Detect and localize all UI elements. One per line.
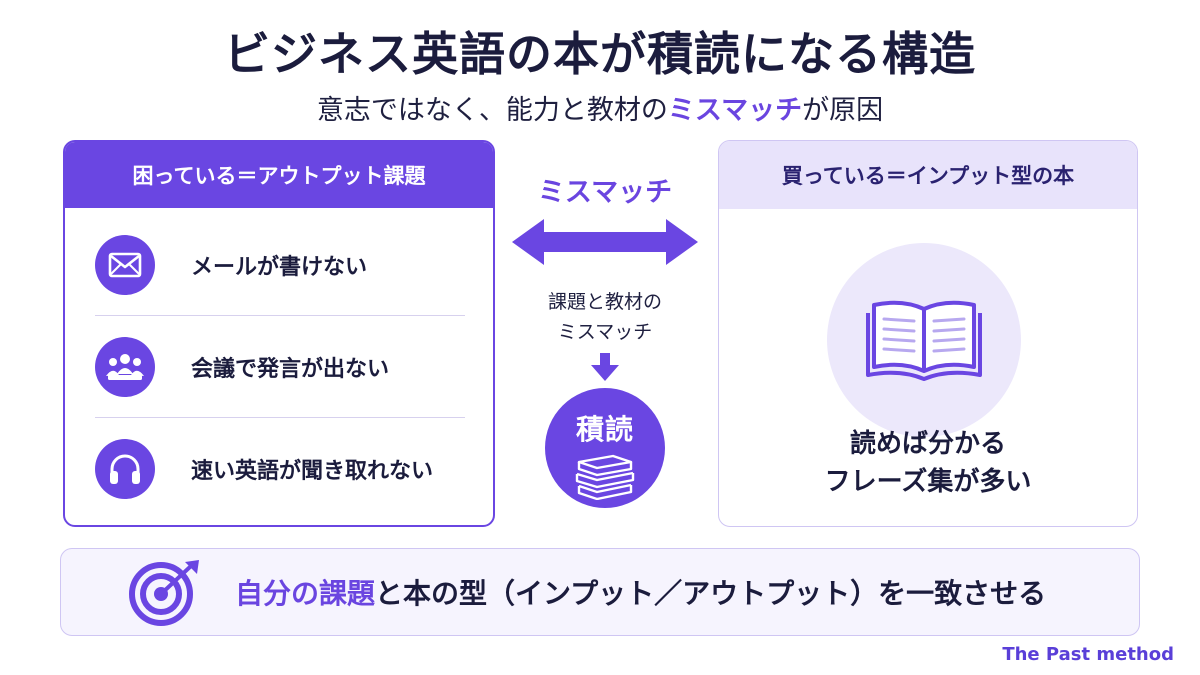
output-panel-title: 困っている＝アウトプット課題 [65, 142, 493, 208]
issue-item-email: メールが書けない [95, 214, 465, 316]
down-arrow-icon [591, 353, 619, 381]
conclusion-text: 自分の課題と本の型（インプット／アウトプット）を一致させる [235, 572, 1046, 612]
subtitle-post: が原因 [802, 95, 884, 126]
envelope-icon [95, 235, 155, 295]
output-problem-panel: 困っている＝アウトプット課題 メールが書けない 会議で発言が出ない [63, 140, 495, 527]
tsundoku-label: 積読 [575, 413, 634, 446]
open-book-badge [827, 243, 1021, 437]
open-book-icon [866, 300, 982, 381]
input-book-description: 読めば分かる フレーズ集が多い [719, 425, 1137, 501]
issue-item-meeting: 会議で発言が出ない [95, 316, 465, 418]
mismatch-desc-line1: 課題と教材の [547, 291, 662, 313]
subtitle-highlight: ミスマッチ [667, 95, 803, 126]
page-subtitle: 意志ではなく、能力と教材のミスマッチが原因 [0, 88, 1200, 127]
double-arrow-icon [512, 219, 698, 265]
page-title: ビジネス英語の本が積読になる構造 [224, 27, 976, 81]
book-stack-icon [575, 454, 635, 500]
issue-label: メールが書けない [191, 255, 368, 280]
conclusion-highlight: 自分の課題 [235, 577, 376, 610]
brand-label: The Past method [1002, 644, 1174, 665]
headphones-icon [95, 439, 155, 499]
subtitle-pre: 意志ではなく、能力と教材の [316, 95, 668, 126]
conclusion-bar: 自分の課題と本の型（インプット／アウトプット）を一致させる [60, 548, 1140, 636]
issue-label: 速い英語が聞き取れない [191, 459, 434, 484]
mismatch-description: 課題と教材の ミスマッチ [505, 287, 705, 347]
input-book-panel: 買っている＝インプット型の本 読めば分かる フレーズ集が多い [718, 140, 1138, 527]
meeting-group-icon [95, 337, 155, 397]
mismatch-desc-line2: ミスマッチ [557, 321, 653, 343]
input-text-line2: フレーズ集が多い [824, 467, 1032, 497]
target-icon [129, 560, 199, 626]
input-text-line1: 読めば分かる [849, 429, 1006, 459]
input-panel-title: 買っている＝インプット型の本 [719, 141, 1137, 209]
mismatch-title: ミスマッチ [537, 177, 673, 208]
conclusion-rest: と本の型（インプット／アウトプット）を一致させる [375, 577, 1047, 610]
tsundoku-badge: 積読 [545, 388, 665, 508]
issue-item-listening: 速い英語が聞き取れない [95, 418, 465, 520]
issue-label: 会議で発言が出ない [191, 357, 390, 382]
